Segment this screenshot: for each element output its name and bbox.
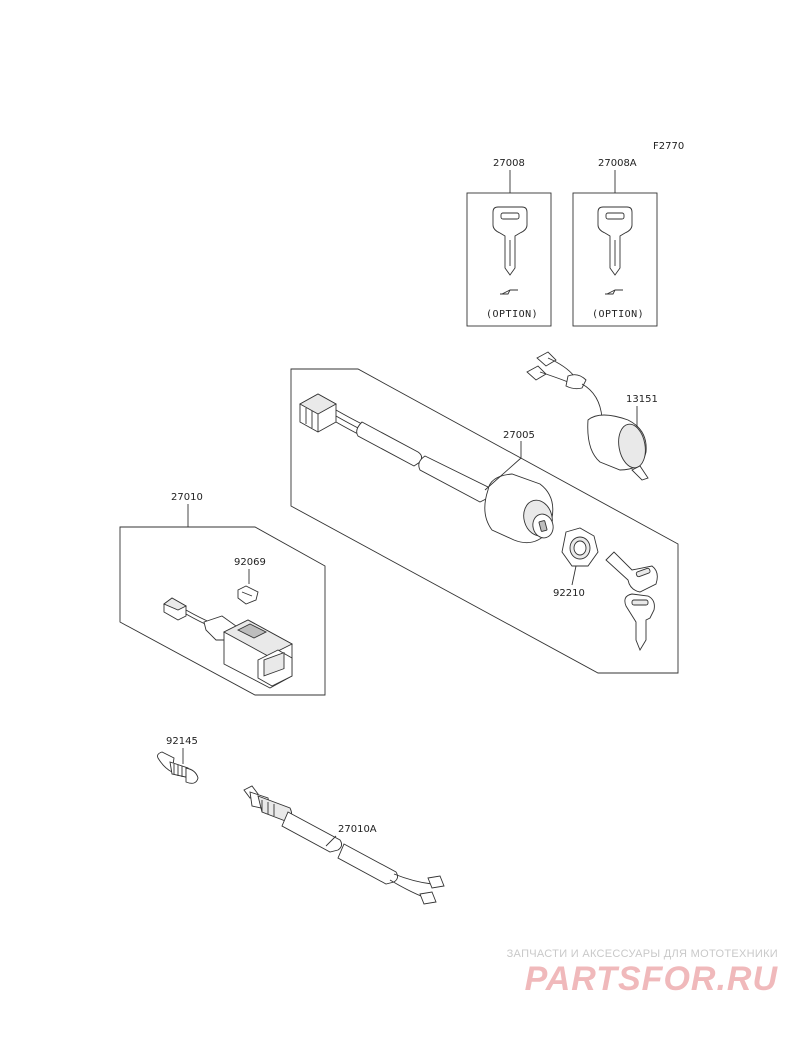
cap-group: 92145	[157, 736, 199, 784]
part-number-13151[interactable]: 13151	[626, 394, 658, 405]
part-number-92069[interactable]: 92069	[234, 557, 266, 568]
wire-sheath	[356, 421, 423, 467]
key-profile-icon	[500, 289, 518, 295]
key-icon	[492, 206, 528, 276]
wire-sheath	[337, 843, 399, 885]
wire-sheath	[281, 811, 343, 853]
watermark: Запчасти и аксессуары для мототехники pa…	[507, 948, 778, 998]
key-icon	[597, 206, 633, 276]
key-profile-icon	[605, 289, 623, 295]
connector-icon	[299, 393, 337, 433]
switch-assy-alt-group: 27010A	[243, 785, 445, 905]
part-number-27010A[interactable]: 27010A	[338, 824, 377, 835]
part-number-27010[interactable]: 27010	[171, 492, 203, 503]
key-box-frame	[572, 192, 658, 327]
watermark-tagline: Запчасти и аксессуары для мототехники	[506, 948, 778, 960]
bulb-icon	[237, 585, 259, 605]
wire-sheath	[418, 455, 493, 503]
group-frame	[119, 526, 326, 696]
stop-switch-icon	[243, 785, 293, 823]
part-number-92210[interactable]: 92210	[553, 588, 585, 599]
option-label: (OPTION)	[592, 309, 644, 320]
switch-assy-group: 27010 92069	[119, 492, 326, 696]
part-number-27008A[interactable]: 27008A	[598, 158, 637, 169]
ignition-switch-icon	[484, 473, 554, 544]
part-number-92145[interactable]: 92145	[166, 736, 198, 747]
key-box-27008: 27008 (OPTION)	[466, 158, 552, 327]
key-box-27008A: 27008A (OPTION)	[572, 158, 658, 327]
watermark-logo: partsfor.ru	[524, 960, 778, 998]
key-box-frame	[466, 192, 552, 327]
nut-icon	[561, 527, 599, 567]
key-pair-icon	[605, 551, 658, 652]
part-number-27008[interactable]: 27008	[493, 158, 525, 169]
terminal-icon	[427, 875, 445, 889]
cap-icon	[157, 751, 199, 784]
group-frame	[290, 368, 679, 674]
push-switch-icon	[223, 619, 293, 689]
pilot-lamp-icon	[526, 351, 649, 481]
figure-code: F2770	[653, 141, 684, 152]
ignition-switch-group: 27005 13151 92210	[290, 351, 679, 674]
option-label: (OPTION)	[486, 309, 538, 320]
part-number-27005[interactable]: 27005	[503, 430, 535, 441]
terminal-icon	[419, 891, 437, 905]
connector-icon	[163, 597, 187, 621]
